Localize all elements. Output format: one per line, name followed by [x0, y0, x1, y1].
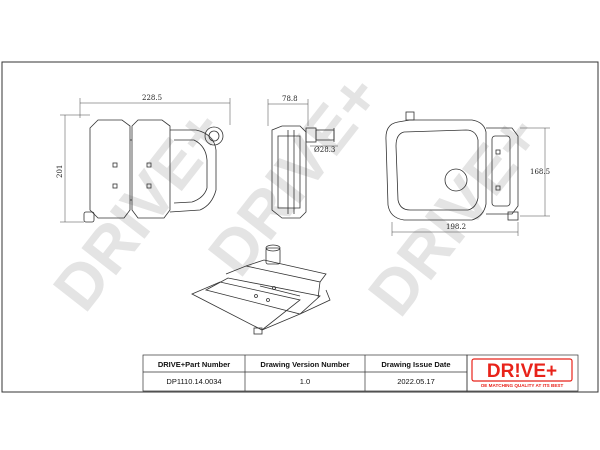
value-version: 1.0: [300, 377, 310, 386]
value-issue-date: 2022.05.17: [397, 377, 435, 386]
logo-brand: DR!VE+: [487, 361, 557, 382]
dim-width-right: 198.2: [446, 223, 466, 231]
side-dimensions: [267, 99, 338, 147]
drive-logo: DR!VE+ OE MATCHING QUALITY AT ITS BEST: [471, 358, 573, 388]
watermark-right: DRIVE+: [354, 101, 554, 329]
logo-tagline: OE MATCHING QUALITY AT ITS BEST: [481, 383, 564, 388]
side-view: [271, 125, 335, 219]
header-part-number: DRIVE+Part Number: [158, 360, 230, 369]
dim-height-front: 201: [56, 165, 64, 178]
dim-height-right: 168.5: [530, 168, 550, 176]
watermark-left: DRIVE+: [39, 96, 239, 324]
header-version: Drawing Version Number: [260, 360, 349, 369]
header-issue-date: Drawing Issue Date: [381, 360, 450, 369]
dim-width-side: 78.8: [282, 95, 298, 103]
right-dimensions: [391, 127, 550, 236]
right-view: [385, 111, 519, 221]
isometric-view: [191, 244, 331, 335]
value-part-number: DP1110.14.0034: [166, 377, 221, 386]
title-block: [142, 354, 579, 392]
front-dimensions: [60, 98, 231, 223]
drawing-frame: [1, 61, 599, 393]
front-view: [83, 119, 224, 223]
dim-outlet-diameter: Ø28.3: [314, 146, 335, 154]
dim-width-front: 228.5: [142, 94, 162, 102]
